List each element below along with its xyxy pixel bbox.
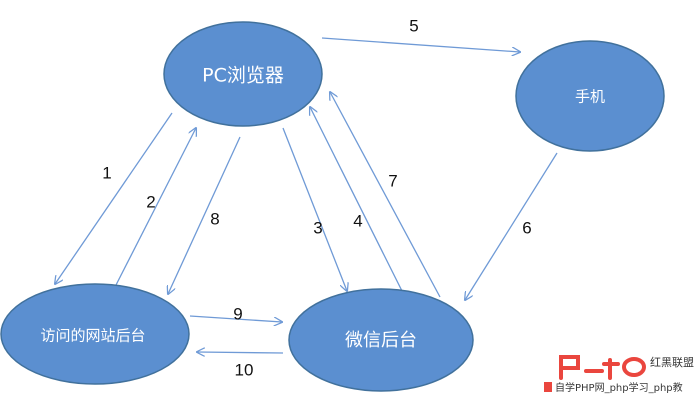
watermark-badge-icon <box>544 382 552 392</box>
edge-label-5: 5 <box>409 16 418 35</box>
edge-10-arrow <box>197 352 284 353</box>
watermark: 红黑联盟 自学PHP网_php学习_php教 <box>544 355 694 394</box>
edge-1-arrow <box>55 112 173 284</box>
node-phone-label: 手机 <box>575 88 605 106</box>
node-site-backend-label: 访问的网站后台 <box>40 327 145 345</box>
node-wechat-backend-label: 微信后台 <box>345 330 417 351</box>
edge-label-7: 7 <box>388 171 397 190</box>
edge-6-arrow <box>465 152 558 300</box>
node-pc-browser-label: PC浏览器 <box>202 65 284 87</box>
edge-label-3: 3 <box>313 218 322 237</box>
edge-label-1: 1 <box>102 163 111 182</box>
edge-label-9: 9 <box>233 304 242 323</box>
watermark-caption: 自学PHP网_php学习_php教 <box>555 381 683 394</box>
edges <box>55 37 558 353</box>
edge-2-arrow <box>114 128 196 288</box>
edge-labels: 1 2 3 4 5 6 7 8 9 10 <box>102 16 531 379</box>
edge-5-arrow <box>321 37 520 52</box>
node-site-backend: 访问的网站后台 <box>0 283 190 385</box>
edge-8-arrow <box>168 136 241 294</box>
edge-4-arrow <box>310 107 405 296</box>
edge-label-6: 6 <box>522 218 531 237</box>
edge-label-10: 10 <box>235 360 254 379</box>
edge-9-arrow <box>189 315 282 322</box>
node-phone: 手机 <box>515 40 665 152</box>
edge-7-arrow <box>330 92 441 298</box>
node-wechat-backend: 微信后台 <box>288 288 474 392</box>
watermark-logo-text: 红黑联盟 <box>650 356 694 369</box>
node-pc-browser: PC浏览器 <box>163 21 323 127</box>
edge-label-2: 2 <box>146 192 155 211</box>
edge-3-arrow <box>282 127 347 291</box>
edge-label-4: 4 <box>353 211 362 230</box>
edge-label-8: 8 <box>210 209 219 228</box>
watermark-logo-icon <box>559 355 646 380</box>
